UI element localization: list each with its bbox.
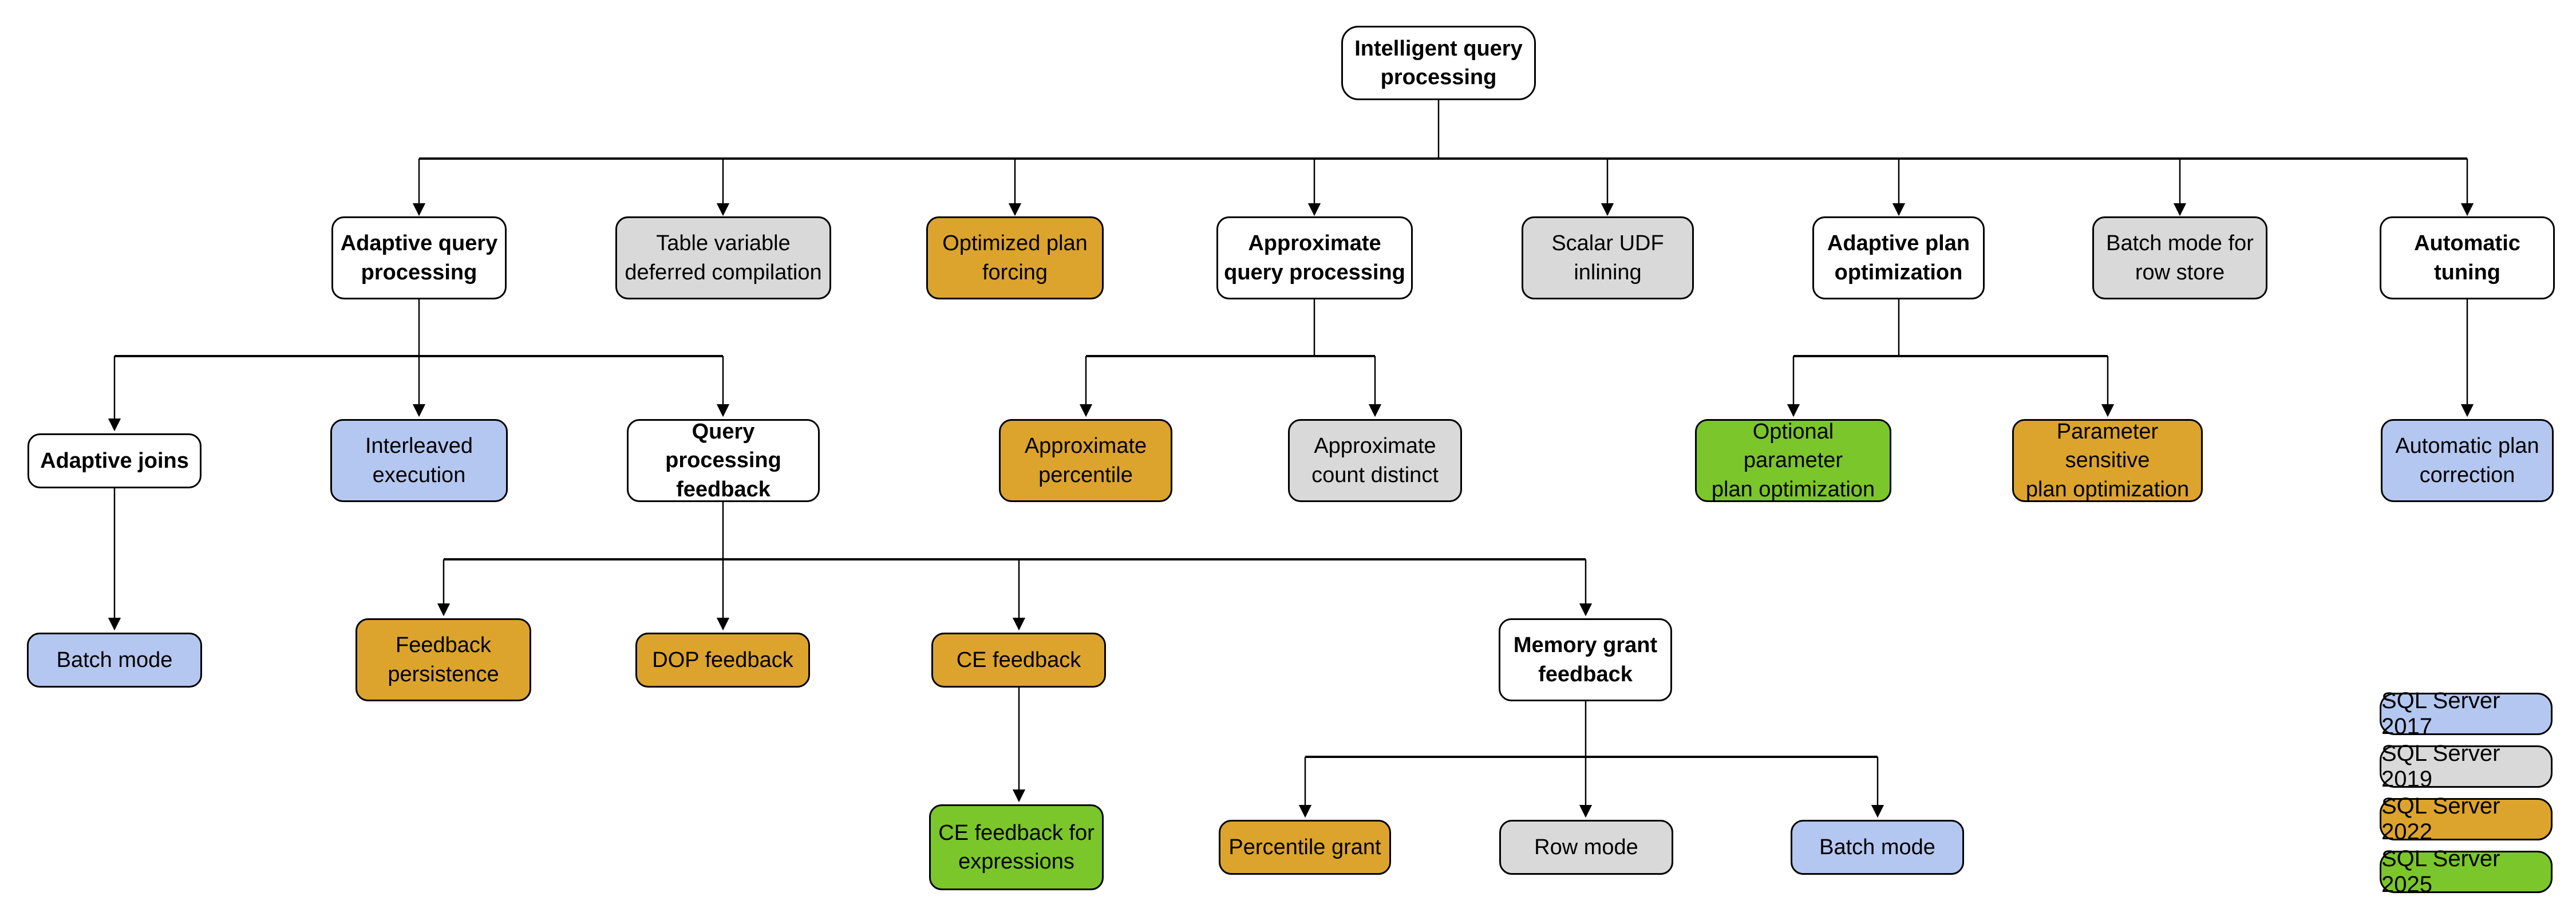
legend-sql-server-2025: SQL Server 2025 <box>2380 846 2553 897</box>
node-interleaved-execution: Interleaved execution <box>330 419 508 502</box>
node-query-processing-feedback: Query processing feedback <box>627 419 820 502</box>
node-optimized-plan-forcing: Optimized plan forcing <box>926 216 1104 299</box>
node-table-variable-deferred-compilation: Table variable deferred compilation <box>615 216 831 299</box>
node-approximate-count-distinct: Approximate count distinct <box>1288 419 1462 502</box>
node-automatic-tuning: Automatic tuning <box>2380 216 2555 299</box>
node-intelligent-query-processing: Intelligent query processing <box>1341 26 1536 100</box>
node-percentile-grant: Percentile grant <box>1219 820 1391 875</box>
node-batch-mode-adaptive-joins: Batch mode <box>27 633 202 688</box>
node-parameter-sensitive-plan-optimization: Parameter sensitive plan optimization <box>2012 419 2203 502</box>
node-memory-grant-feedback: Memory grant feedback <box>1499 618 1672 701</box>
node-optional-parameter-plan-optimization: Optional parameter plan optimization <box>1695 419 1891 502</box>
legend-sql-server-2017: SQL Server 2017 <box>2380 688 2553 739</box>
node-adaptive-query-processing: Adaptive query processing <box>331 216 507 299</box>
node-feedback-persistence: Feedback persistence <box>355 618 531 701</box>
node-adaptive-joins: Adaptive joins <box>27 433 202 488</box>
node-scalar-udf-inlining: Scalar UDF inlining <box>1522 216 1694 299</box>
node-adaptive-plan-optimization: Adaptive plan optimization <box>1812 216 1985 299</box>
node-dop-feedback: DOP feedback <box>635 633 810 688</box>
node-approximate-percentile: Approximate percentile <box>999 419 1172 502</box>
node-batch-mode-memory-grant: Batch mode <box>1791 820 1964 875</box>
node-batch-mode-for-row-store: Batch mode for row store <box>2092 216 2267 299</box>
node-automatic-plan-correction: Automatic plan correction <box>2381 419 2554 502</box>
node-ce-feedback: CE feedback <box>931 633 1106 688</box>
node-approximate-query-processing: Approximate query processing <box>1216 216 1413 299</box>
legend-sql-server-2022: SQL Server 2022 <box>2380 793 2553 844</box>
node-ce-feedback-for-expressions: CE feedback for expressions <box>929 804 1104 890</box>
node-row-mode: Row mode <box>1499 820 1673 875</box>
legend-sql-server-2019: SQL Server 2019 <box>2380 741 2553 792</box>
